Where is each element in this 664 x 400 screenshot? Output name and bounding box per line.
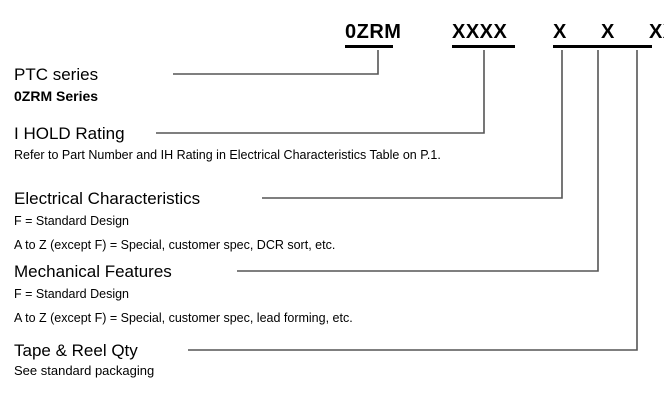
callout-electrical-characteristics-line1: F = Standard Design	[14, 214, 129, 228]
code-segment-series: 0ZRM	[345, 20, 401, 48]
callout-mechanical-features-line1: F = Standard Design	[14, 287, 129, 301]
callout-ptc-series: PTC series 0ZRM Series	[14, 64, 98, 105]
code-segment-ihold-text: XXXX	[452, 21, 508, 43]
code-segment-series-underline	[345, 45, 393, 48]
leader-i-hold-rating	[156, 50, 485, 134]
callout-tape-reel-qty: Tape & Reel Qty See standard packaging	[14, 340, 154, 380]
code-segment-ihold-underline	[452, 45, 515, 48]
callout-tape-reel-qty-subtitle: See standard packaging	[14, 363, 155, 378]
code-segment-electrical-text: X	[553, 21, 567, 43]
callout-tape-reel-qty-title: Tape & Reel Qty	[14, 341, 138, 360]
callout-ptc-series-subtitle: 0ZRM Series	[14, 88, 99, 104]
callout-i-hold-rating: I HOLD Rating Refer to Part Number and I…	[14, 123, 441, 164]
code-segment-mechanical-text: X	[600, 21, 615, 43]
code-segment-suffix-group: X X XX	[553, 20, 664, 48]
callout-i-hold-rating-note: Refer to Part Number and IH Rating in El…	[14, 148, 441, 162]
callout-ptc-series-title: PTC series	[14, 65, 99, 84]
callout-electrical-characteristics-line2: A to Z (except F) = Special, customer sp…	[14, 238, 336, 252]
code-segment-series-text: 0ZRM	[345, 21, 402, 43]
callout-mechanical-features: Mechanical Features F = Standard Design …	[14, 261, 353, 327]
code-segment-ihold: XXXX	[452, 20, 515, 48]
callout-electrical-characteristics-title: Electrical Characteristics	[14, 189, 201, 208]
code-segment-suffix-text: X X XX	[553, 20, 664, 44]
callout-electrical-characteristics: Electrical Characteristics F = Standard …	[14, 188, 335, 254]
leader-ptc-series	[173, 50, 379, 75]
code-segment-tapereel-text: XX	[648, 21, 664, 43]
code-segment-suffix-underline	[553, 45, 652, 48]
callout-i-hold-rating-title: I HOLD Rating	[14, 124, 125, 143]
callout-mechanical-features-title: Mechanical Features	[14, 262, 172, 281]
callout-mechanical-features-line2: A to Z (except F) = Special, customer sp…	[14, 311, 353, 325]
